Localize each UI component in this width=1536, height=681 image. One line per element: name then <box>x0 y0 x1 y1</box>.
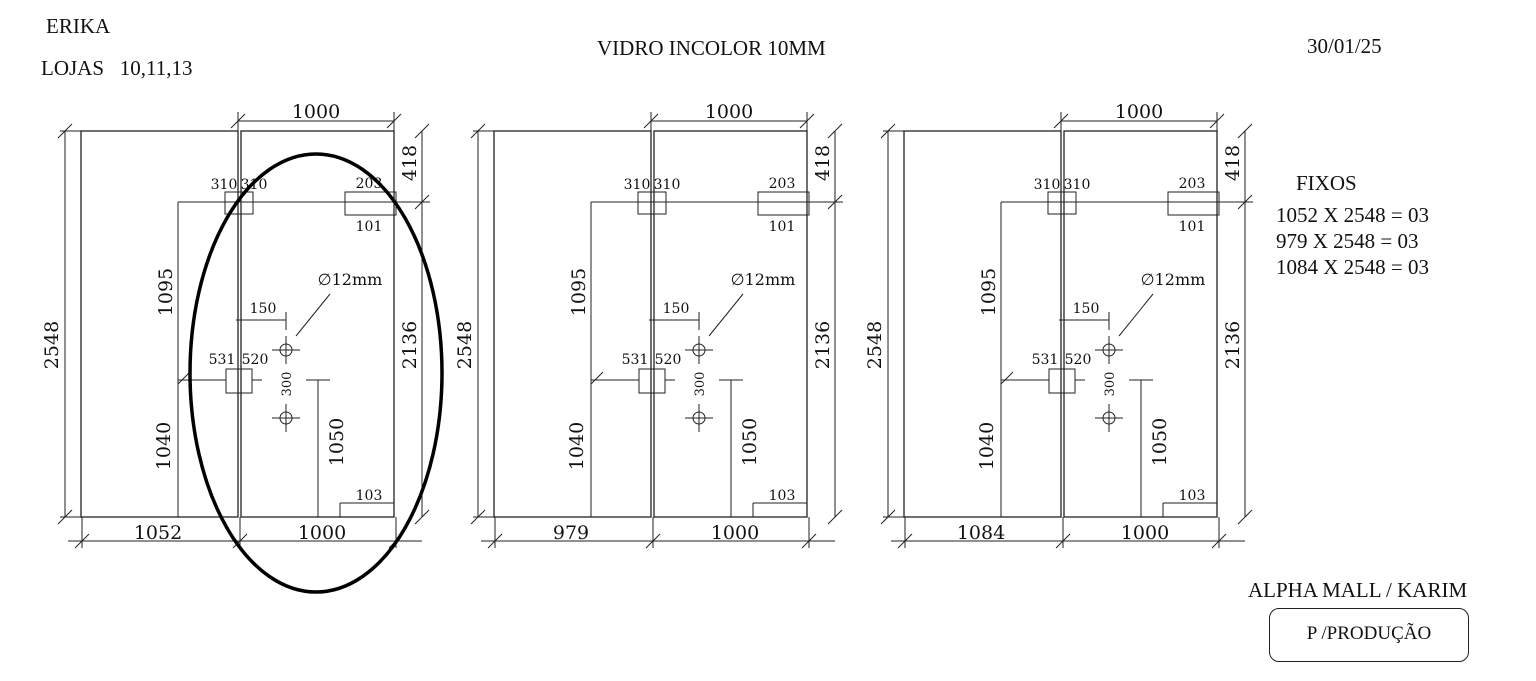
lock-box <box>638 368 666 394</box>
top-box <box>1167 191 1220 216</box>
hole-leader-line <box>708 293 744 337</box>
top-box <box>757 191 810 216</box>
top-right-label: 418 <box>399 145 421 181</box>
dim-tick <box>827 123 843 139</box>
lower-left-label: 1040 <box>153 422 175 470</box>
highlight-ellipse <box>188 152 444 594</box>
hinge-left-label: 310 <box>211 177 238 193</box>
dim-tick <box>827 509 843 525</box>
drawing-title: VIDRO INCOLOR 10MM <box>597 36 826 60</box>
hinge-box <box>637 191 667 215</box>
fixos-title: FIXOS <box>1296 171 1357 195</box>
hole-leader-line <box>1118 293 1154 337</box>
hinge-right-label: 310 <box>1064 177 1091 193</box>
lock-left-label: 531 <box>1032 352 1059 368</box>
handle-spacing-label: 300 <box>280 372 295 397</box>
fixed-glass-outline <box>80 130 239 518</box>
hinge-box <box>1047 191 1077 215</box>
handle-offset-label: 150 <box>1073 301 1100 317</box>
hinge-box <box>224 191 254 215</box>
fixos-line-2: 979 X 2548 = 03 <box>1276 229 1419 253</box>
lock-box <box>1048 368 1076 394</box>
total-height-label: 2548 <box>454 321 476 369</box>
dim-tick <box>590 371 604 385</box>
bottom-left-label: 979 <box>553 522 589 544</box>
top-width-label: 1000 <box>292 101 340 123</box>
top-right-label: 418 <box>812 145 834 181</box>
dim-tick <box>177 371 191 385</box>
fixed-glass-outline <box>903 130 1062 518</box>
top-width-label: 1000 <box>705 101 753 123</box>
upper-left-label: 1095 <box>155 268 177 316</box>
bottom-box-label: 103 <box>769 488 796 504</box>
right-height-label: 2136 <box>812 321 834 369</box>
dim-tick <box>414 509 430 525</box>
right-height-label: 2136 <box>1222 321 1244 369</box>
handle-spacing-label: 300 <box>1103 372 1118 397</box>
top-box-upper-label: 203 <box>769 176 796 192</box>
hinge-right-label: 310 <box>654 177 681 193</box>
bottom-box-label: 103 <box>356 488 383 504</box>
top-width-label: 1000 <box>1115 101 1163 123</box>
handle-offset-label: 150 <box>250 301 277 317</box>
top-box-lower-label: 101 <box>769 219 796 235</box>
total-height-label: 2548 <box>864 321 886 369</box>
lower-left-label: 1040 <box>566 422 588 470</box>
bottom-right-label: 1000 <box>711 522 759 544</box>
lock-right-label: 520 <box>1065 352 1092 368</box>
total-height-label: 2548 <box>41 321 63 369</box>
production-stamp: P /PRODUÇÃO <box>1269 608 1469 662</box>
top-box-upper-label: 203 <box>1179 176 1206 192</box>
top-box-lower-label: 101 <box>356 219 383 235</box>
bottom-right-label: 1000 <box>298 522 346 544</box>
top-box-lower-label: 101 <box>1179 219 1206 235</box>
lower-left-label: 1040 <box>976 422 998 470</box>
fixed-panels-list: FIXOS 1052 X 2548 = 03 979 X 2548 = 03 1… <box>1276 170 1429 280</box>
lock-right-label: 520 <box>242 352 269 368</box>
lock-left-label: 531 <box>622 352 649 368</box>
handle-offset-label: 150 <box>663 301 690 317</box>
lock-left-label: 531 <box>209 352 236 368</box>
lower-right-label: 1050 <box>326 418 348 466</box>
hinge-left-label: 310 <box>1034 177 1061 193</box>
client-name: ERIKA <box>46 14 111 38</box>
client-location: ALPHA MALL / KARIM <box>1248 578 1468 602</box>
lower-right-label: 1050 <box>1149 418 1171 466</box>
hole-leader-line <box>295 293 331 337</box>
upper-left-label: 1095 <box>568 268 590 316</box>
hole-diameter-label: ∅12mm <box>1141 270 1206 289</box>
date-label: 30/01/25 <box>1307 34 1382 58</box>
lower-right-label: 1050 <box>739 418 761 466</box>
dim-tick <box>1237 123 1253 139</box>
stores-label: LOJAS 10,11,13 <box>41 56 193 80</box>
dim-tick <box>414 123 430 139</box>
hole-diameter-label: ∅12mm <box>731 270 796 289</box>
lock-right-label: 520 <box>655 352 682 368</box>
bottom-left-label: 1052 <box>134 522 182 544</box>
bottom-right-label: 1000 <box>1121 522 1169 544</box>
handle-spacing-label: 300 <box>693 372 708 397</box>
top-right-label: 418 <box>1222 145 1244 181</box>
hinge-left-label: 310 <box>624 177 651 193</box>
dim-tick <box>1000 371 1014 385</box>
fixos-line-1: 1052 X 2548 = 03 <box>1276 203 1430 227</box>
upper-left-label: 1095 <box>978 268 1000 316</box>
dim-tick <box>1237 509 1253 525</box>
lock-box <box>225 368 253 394</box>
bottom-left-label: 1084 <box>957 522 1005 544</box>
fixos-line-3: 1084 X 2548 = 03 <box>1276 255 1430 279</box>
fixed-glass-outline <box>493 130 652 518</box>
hole-diameter-label: ∅12mm <box>318 270 383 289</box>
bottom-box-label: 103 <box>1179 488 1206 504</box>
right-height-label: 2136 <box>399 321 421 369</box>
